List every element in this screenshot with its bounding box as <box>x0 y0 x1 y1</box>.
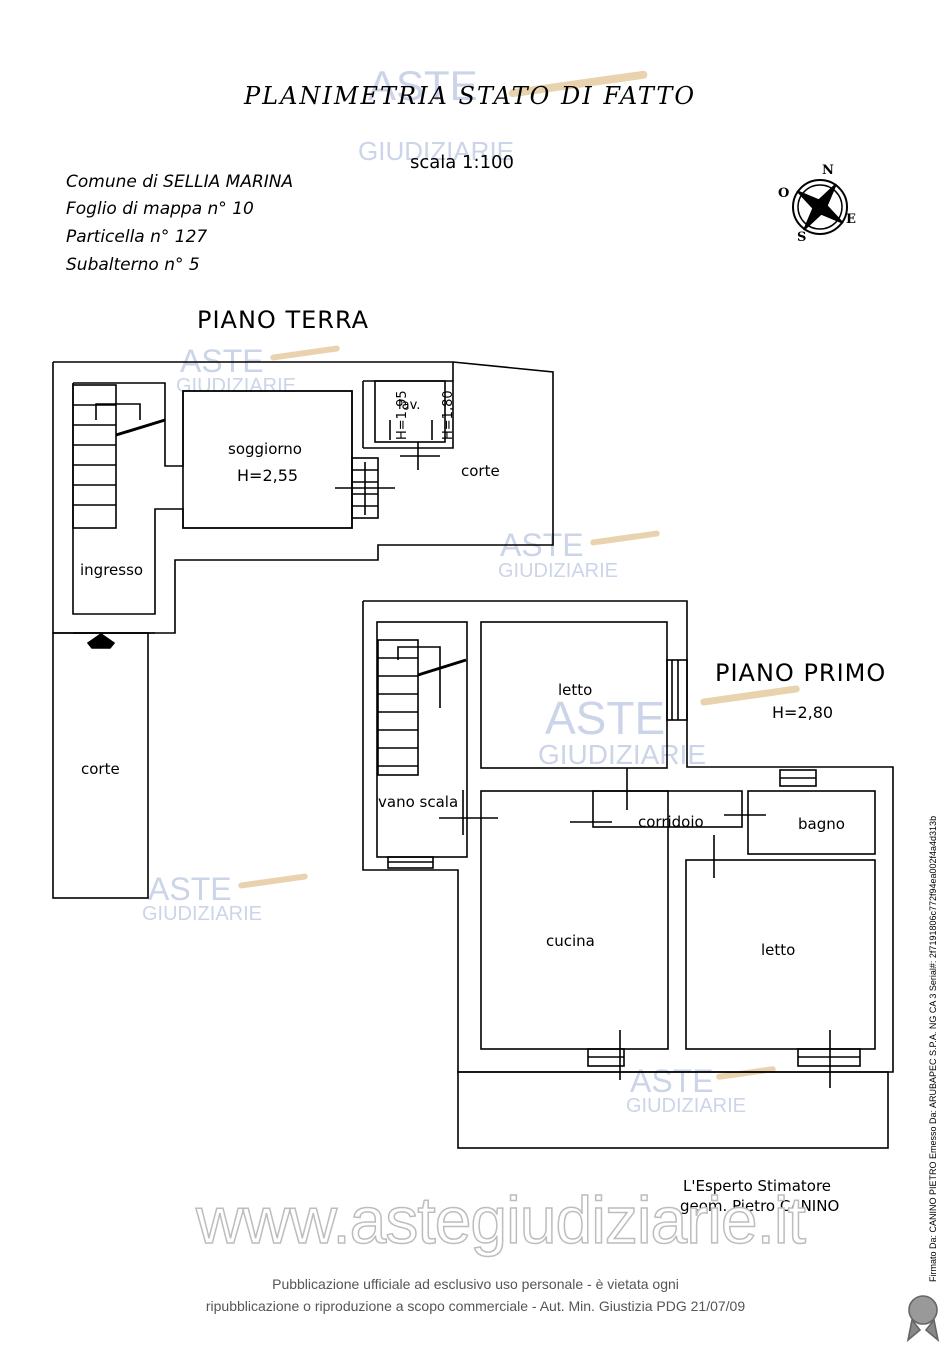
watermark-brand-bottom: GIUDIZIARIE <box>358 136 514 166</box>
room-letto-bottom: letto <box>761 941 796 959</box>
svg-text:GIUDIZIARIE: GIUDIZIARIE <box>538 739 706 770</box>
room-soggiorno-height: H=2,55 <box>237 466 299 485</box>
seal-icon <box>906 1295 940 1343</box>
first-floor-label: PIANO PRIMO <box>715 659 887 687</box>
room-corte-left: corte <box>81 760 120 778</box>
watermark-lower-right: ASTE GIUDIZIARIE <box>626 1063 776 1117</box>
room-corridoio: corridoio <box>638 813 704 831</box>
room-bagno: bagno <box>798 815 845 833</box>
room-soggiorno: soggiorno <box>228 440 302 458</box>
svg-text:GIUDIZIARIE: GIUDIZIARIE <box>498 560 618 582</box>
expert-role: L'Esperto Stimatore <box>683 1177 832 1195</box>
compass-south: S <box>797 230 807 245</box>
cadastral-comune: Comune di SELLIA MARINA <box>66 172 294 192</box>
first-floor-walls <box>362 600 894 1149</box>
ground-floor-label: PIANO TERRA <box>197 306 370 334</box>
ground-floor-walls <box>52 361 554 899</box>
compass-east: E <box>846 212 856 227</box>
svg-text:GIUDIZIARIE: GIUDIZIARIE <box>626 1095 746 1117</box>
svg-text:ASTE: ASTE <box>630 1063 714 1099</box>
watermark-lower-left: ASTE GIUDIZIARIE <box>142 871 308 925</box>
room-cucina: cucina <box>546 932 595 950</box>
first-floor-height: H=2,80 <box>772 703 834 722</box>
room-letto-top: letto <box>558 681 593 699</box>
digital-signature-note: Firmato Da: CANINO PIETRO Emesso Da: ARU… <box>928 815 938 1282</box>
room-lav: lav. <box>398 398 421 413</box>
compass-icon <box>792 179 848 235</box>
compass-north: N <box>822 163 834 178</box>
room-lav-h1: H=1,95 <box>395 390 410 440</box>
footer-line-2: ripubblicazione o riproduzione a scopo c… <box>205 1298 746 1314</box>
expert-name: geom. Pietro CANINO <box>680 1197 840 1215</box>
room-lav-h2: H=1,80 <box>441 390 456 440</box>
watermark-first: ASTE GIUDIZIARIE <box>538 685 800 770</box>
cadastral-particella: Particella n° 127 <box>66 227 208 247</box>
watermark-site: www.astegiudiziarie.it <box>195 1182 806 1258</box>
footer-line-1: Pubblicazione ufficiale ad esclusivo uso… <box>272 1276 679 1292</box>
watermark-top: ASTE GIUDIZIARIE <box>358 62 648 166</box>
svg-text:GIUDIZIARIE: GIUDIZIARIE <box>142 903 262 925</box>
watermark-brand-top: ASTE <box>368 62 478 109</box>
cadastral-subalterno: Subalterno n° 5 <box>66 255 200 275</box>
room-ingresso: ingresso <box>80 561 144 579</box>
scale-label: scala 1:100 <box>410 152 514 173</box>
room-corte-right: corte <box>461 462 500 480</box>
svg-text:ASTE: ASTE <box>148 871 232 907</box>
svg-text:ASTE: ASTE <box>545 692 665 744</box>
svg-text:ASTE: ASTE <box>180 343 264 379</box>
compass-west: O <box>778 186 790 201</box>
page-title: PLANIMETRIA STATO DI FATTO <box>244 82 697 110</box>
cadastral-foglio: Foglio di mappa n° 10 <box>66 199 254 219</box>
room-vano-scala: vano scala <box>378 793 459 811</box>
